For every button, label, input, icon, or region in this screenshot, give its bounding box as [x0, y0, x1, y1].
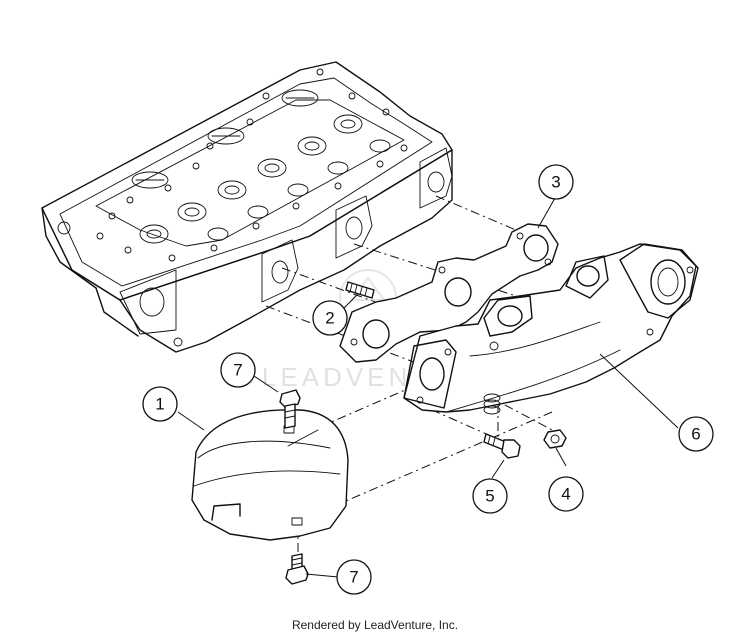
callout-1-label: 1 [155, 395, 164, 414]
callout-6-label: 6 [691, 425, 700, 444]
footer-credit: Rendered by LeadVenture, Inc. [291, 618, 459, 632]
callout-4: 4 [548, 476, 584, 512]
head-bolt-holes [96, 68, 408, 262]
manifold-washer [483, 393, 501, 415]
callout-6: 6 [678, 416, 714, 452]
callout-7-top: 7 [220, 352, 256, 388]
callout-7-bottom-label: 7 [349, 568, 358, 587]
callout-5: 5 [472, 478, 508, 514]
cylinder-ports [139, 114, 391, 244]
shield-bolt-bottom [285, 553, 309, 585]
cylinder-head [41, 61, 453, 353]
exhaust-manifold [403, 243, 699, 413]
callout-5-label: 5 [485, 487, 494, 506]
callout-2-label: 2 [325, 309, 334, 328]
callout-7-bottom: 7 [336, 559, 372, 595]
exhaust-port-bosses [57, 147, 453, 347]
leader-lines [177, 197, 679, 578]
shield-bolt-top [279, 389, 301, 429]
callout-1: 1 [142, 386, 178, 422]
manifold-nut [543, 429, 567, 449]
stud-bolt [345, 281, 375, 299]
callout-3: 3 [538, 164, 574, 200]
exhaust-manifold-gasket [339, 223, 559, 363]
callout-7-top-label: 7 [233, 361, 242, 380]
heat-shield [191, 409, 349, 541]
manifold-bolt [483, 433, 521, 459]
callout-4-label: 4 [561, 485, 570, 504]
callout-3-label: 3 [551, 173, 560, 192]
callout-2: 2 [312, 300, 348, 336]
